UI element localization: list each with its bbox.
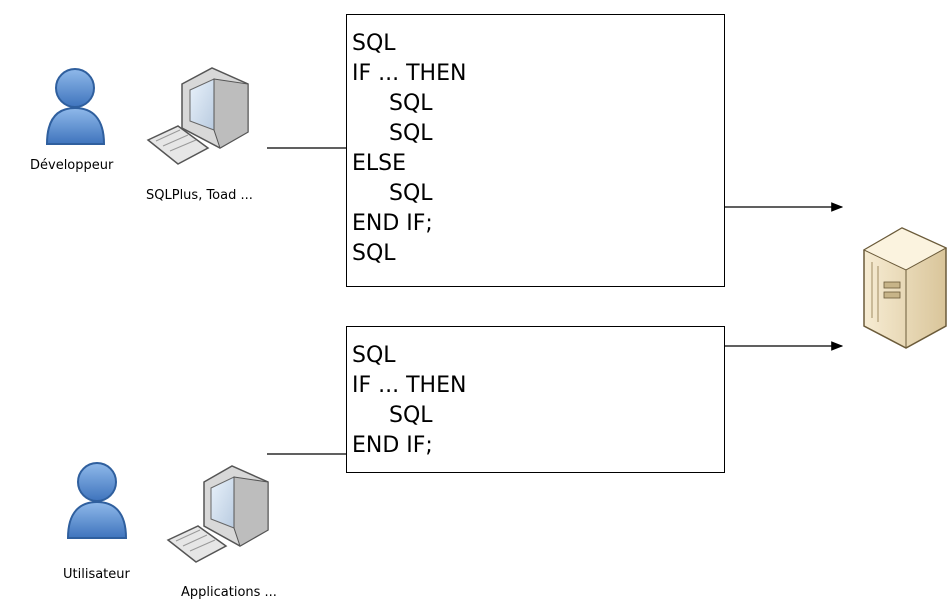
developer-user-icon bbox=[45, 68, 106, 145]
database-server-icon bbox=[862, 227, 948, 349]
user-tools-label: Applications ... bbox=[181, 585, 277, 600]
user-label: Utilisateur bbox=[63, 567, 130, 582]
developer-computer-icon bbox=[146, 67, 249, 165]
code-line: SQL bbox=[389, 91, 433, 116]
code-block-top: SQL IF ... THEN SQL SQL ELSE SQL END IF; SQL bbox=[346, 14, 725, 287]
code-line: IF ... THEN bbox=[352, 373, 467, 398]
user-user-icon bbox=[66, 462, 128, 539]
code-line: SQL bbox=[389, 403, 433, 428]
code-line: ELSE bbox=[352, 151, 407, 176]
code-line: END IF; bbox=[352, 211, 433, 236]
user-computer-icon bbox=[166, 465, 269, 563]
developer-tools-label: SQLPlus, Toad ... bbox=[146, 188, 253, 203]
code-line: SQL bbox=[389, 181, 433, 206]
code-line: SQL bbox=[352, 241, 396, 266]
developer-label: Développeur bbox=[30, 158, 114, 173]
code-line: SQL bbox=[352, 31, 396, 56]
code-block-bottom: SQL IF ... THEN SQL END IF; bbox=[346, 326, 725, 473]
code-line: END IF; bbox=[352, 433, 433, 458]
code-line: SQL bbox=[389, 121, 433, 146]
code-line: SQL bbox=[352, 343, 396, 368]
code-line: IF ... THEN bbox=[352, 61, 467, 86]
